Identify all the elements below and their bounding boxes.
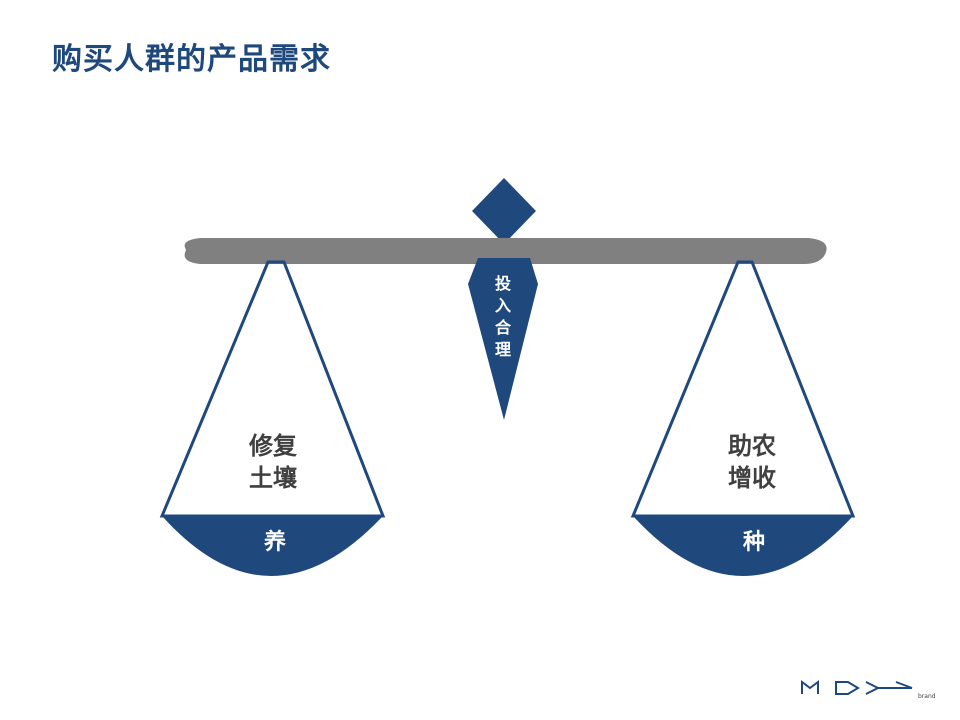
pointer-label-char: 合	[495, 318, 512, 337]
right-pan	[630, 260, 856, 576]
right-pan-label-line: 增收	[728, 464, 776, 492]
balance-beam	[184, 238, 827, 264]
right-pan-base-label: 种	[743, 530, 765, 555]
pointer-label-char: 投	[495, 274, 511, 293]
brand-logo-mark-m	[801, 680, 819, 694]
slide-title: 购买人群的产品需求	[52, 42, 331, 77]
brand-logo: brand	[801, 680, 936, 700]
brand-logo-caption: brand	[918, 693, 936, 700]
left-pan	[159, 260, 386, 576]
left-pan-base-label: 养	[263, 529, 286, 555]
fulcrum-pointer	[468, 258, 538, 420]
right-pan-label-line: 助农	[728, 432, 776, 460]
left-pan-strings	[159, 260, 386, 518]
pointer-label-char: 入	[495, 296, 511, 315]
fulcrum-diamond	[472, 178, 536, 244]
left-pan-label-line: 土壤	[249, 464, 298, 492]
right-pan-bowl	[633, 516, 853, 576]
left-pan-bowl	[162, 516, 383, 576]
brand-logo-mark-d	[835, 681, 860, 695]
left-pan-label-line: 修复	[248, 432, 298, 460]
pointer-label-char: 理	[495, 340, 511, 359]
right-pan-strings	[630, 260, 856, 518]
pointer-label: 投 入 合 理	[495, 274, 512, 359]
brand-logo-mark-y	[865, 681, 913, 695]
